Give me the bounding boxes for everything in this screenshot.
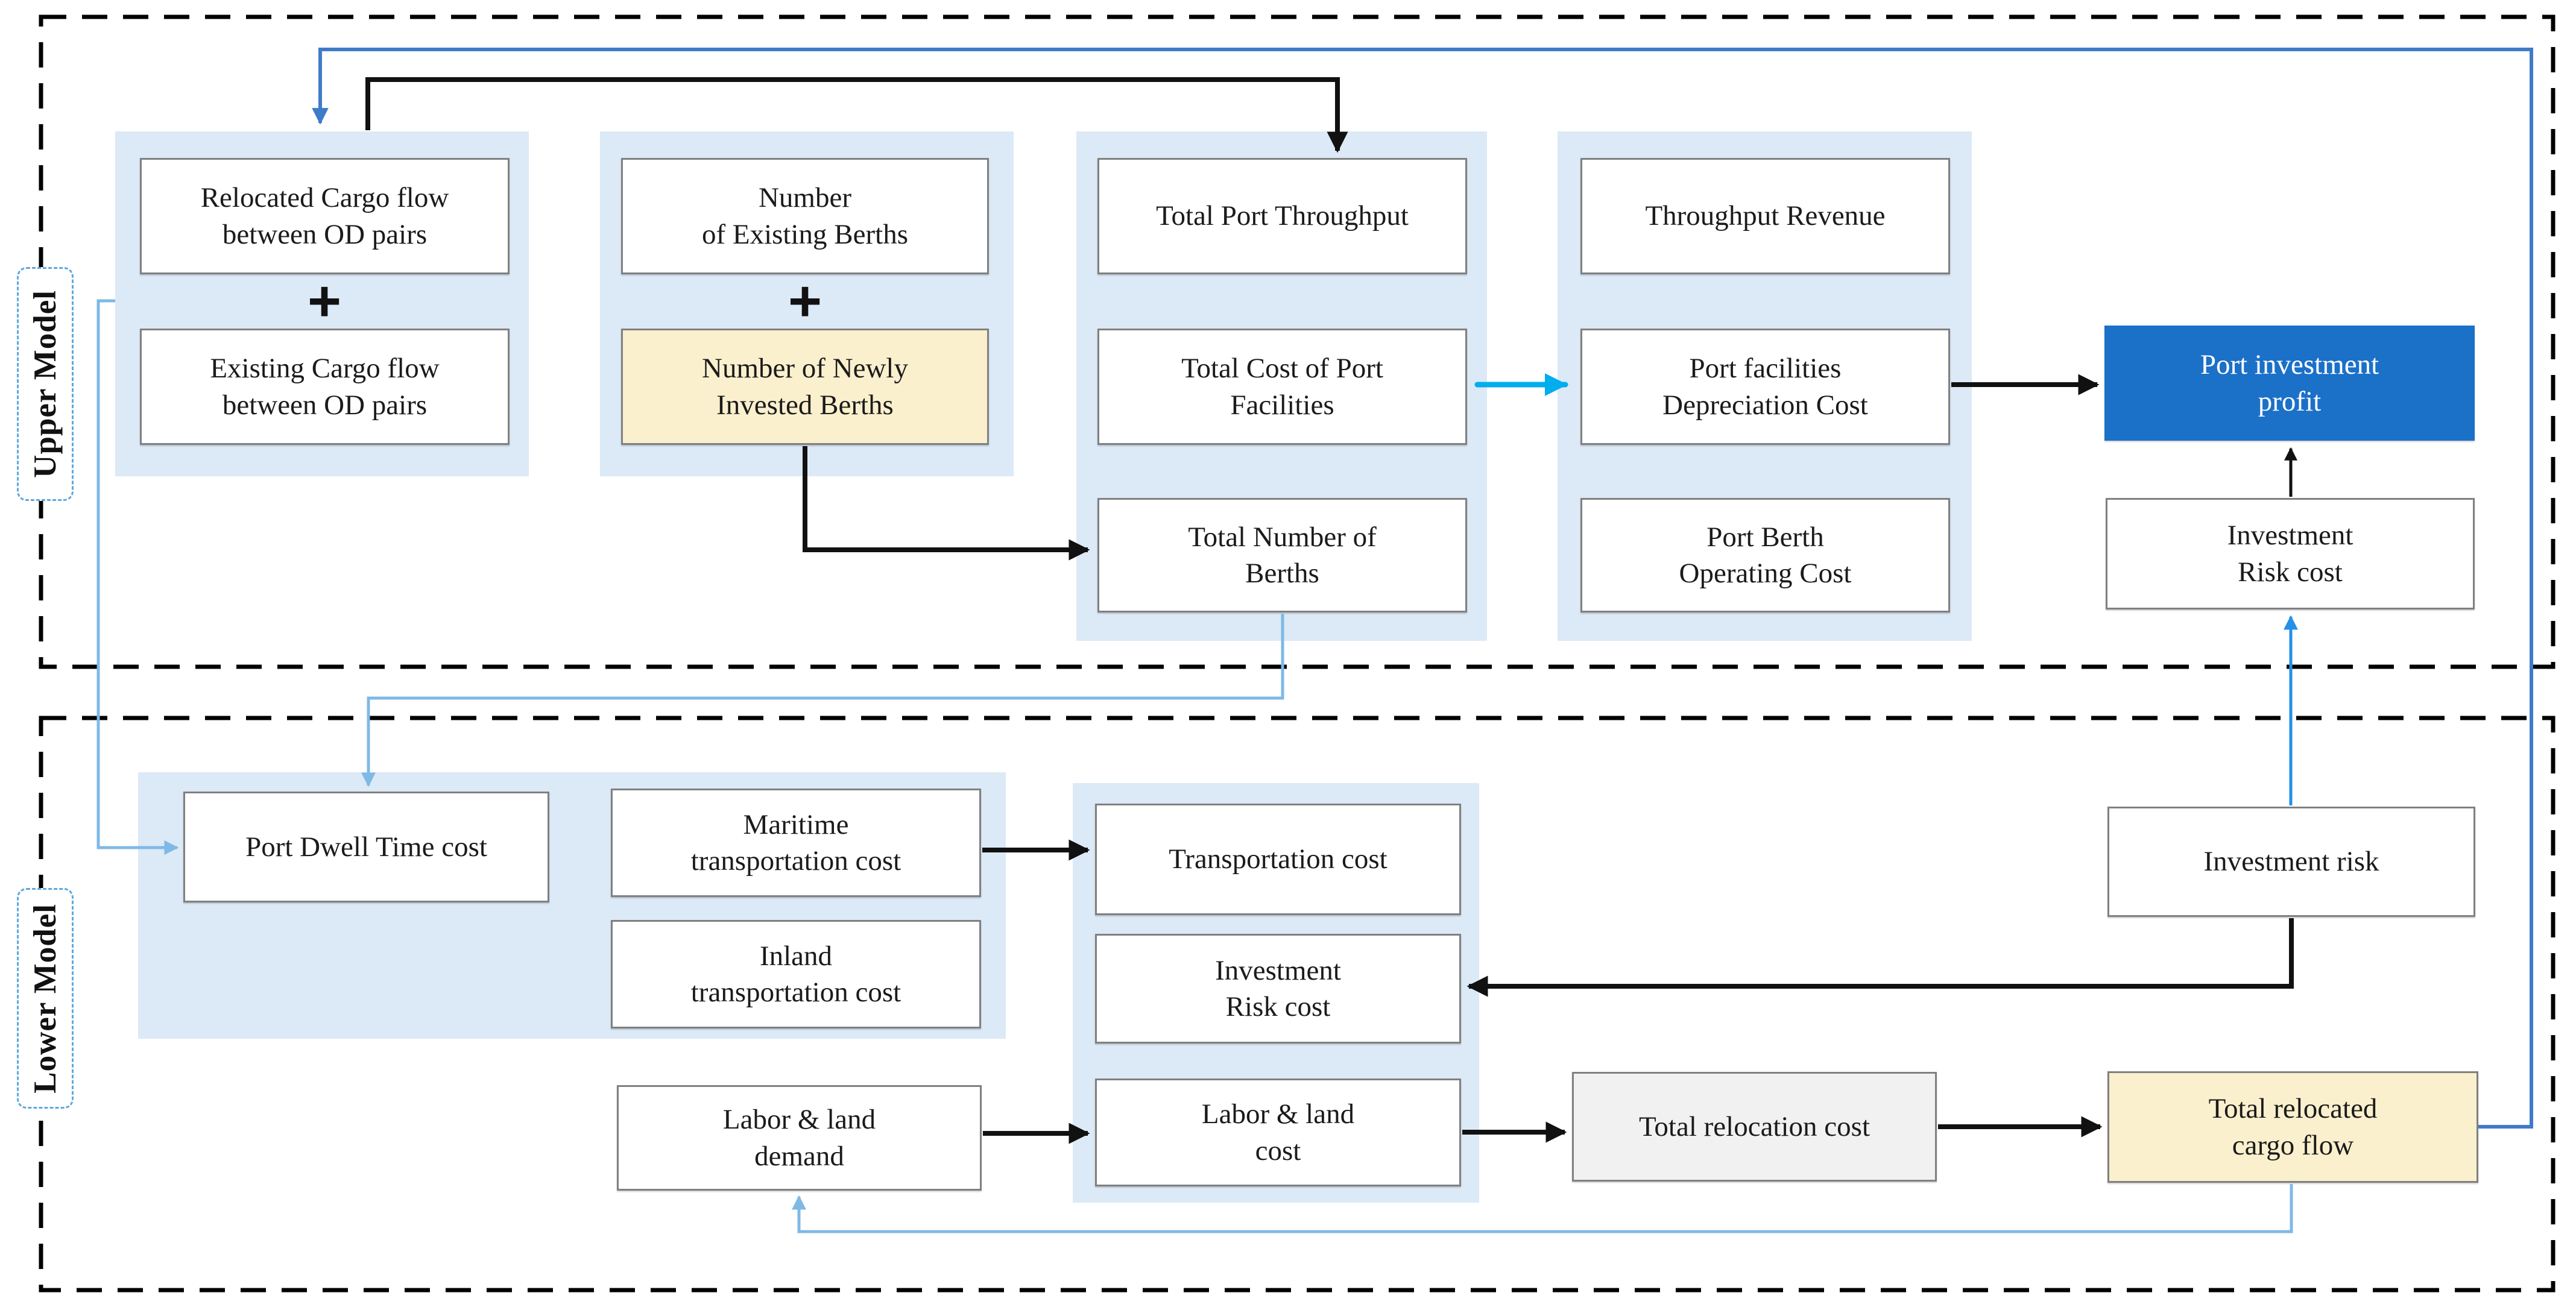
node-label: Port facilities Depreciation Cost [1662,353,1868,421]
lower-model-label: Lower Model [17,888,74,1109]
node-label: Throughput Revenue [1645,200,1886,232]
node-label: Port Dwell Time cost [245,831,487,863]
node-maritime-transportation-cost: Maritime transportation cost [611,789,981,897]
node-total-relocation-cost: Total relocation cost [1572,1072,1937,1182]
node-port-berth-operating-cost: Port Berth Operating Cost [1580,498,1950,612]
node-label: Labor & land cost [1201,1098,1355,1167]
node-investment-risk-cost-lower: Investment Risk cost [1095,934,1461,1044]
node-label: Total relocation cost [1638,1110,1870,1142]
node-label: Number of Newly Invested Berths [702,353,908,421]
upper-model-label: Upper Model [17,267,74,501]
node-label: Existing Cargo flow between OD pairs [210,353,440,421]
node-relocated-cargo-flow: Relocated Cargo flow between OD pairs [140,158,510,274]
node-label: Total Port Throughput [1156,200,1409,232]
edge-total-relocated-cargo-to-labor-land-demand [791,1184,2293,1233]
node-label: Total Number of Berths [1188,521,1377,589]
node-port-dwell-time-cost: Port Dwell Time cost [183,792,549,902]
node-investment-risk: Investment risk [2107,807,2475,917]
node-label: Total relocated cargo flow [2208,1093,2378,1161]
node-label: Transportation cost [1169,843,1387,875]
node-label: Port investment profit [2200,349,2379,417]
node-existing-cargo-flow: Existing Cargo flow between OD pairs [140,329,510,445]
node-labor-land-demand: Labor & land demand [617,1085,982,1191]
plus-operator-berths: + [788,269,822,333]
node-label: Relocated Cargo flow between OD pairs [200,182,449,250]
node-label: Investment Risk cost [1215,954,1341,1022]
plus-operator-cargo: + [307,269,342,333]
node-number-newly-invested-berths: Number of Newly Invested Berths [621,329,989,445]
node-number-existing-berths: Number of Existing Berths [621,158,989,274]
node-label: Investment Risk cost [2227,520,2353,588]
node-total-relocated-cargo-flow: Total relocated cargo flow [2107,1071,2478,1183]
edge-investment-risk-to-investment-risk-cost-lower [1466,918,2294,997]
node-transportation-cost: Transportation cost [1095,804,1461,915]
node-total-cost-port-facilities: Total Cost of Port Facilities [1097,329,1467,445]
node-investment-risk-cost-upper: Investment Risk cost [2106,498,2475,609]
node-label: Inland transportation cost [690,940,901,1008]
node-label: Port Berth Operating Cost [1679,521,1852,589]
node-label: Labor & land demand [722,1104,876,1172]
node-port-investment-profit: Port investment profit [2104,326,2475,441]
node-throughput-revenue: Throughput Revenue [1580,158,1950,274]
node-label: Number of Existing Berths [701,182,909,250]
node-label: Total Cost of Port Facilities [1181,353,1383,421]
node-total-number-berths: Total Number of Berths [1097,498,1467,612]
node-total-port-throughput: Total Port Throughput [1097,158,1467,274]
node-inland-transportation-cost: Inland transportation cost [611,920,981,1028]
node-labor-land-cost: Labor & land cost [1095,1079,1461,1186]
node-port-facilities-depreciation-cost: Port facilities Depreciation Cost [1580,329,1950,445]
node-label: Investment risk [2203,846,2379,878]
node-label: Maritime transportation cost [690,808,901,877]
